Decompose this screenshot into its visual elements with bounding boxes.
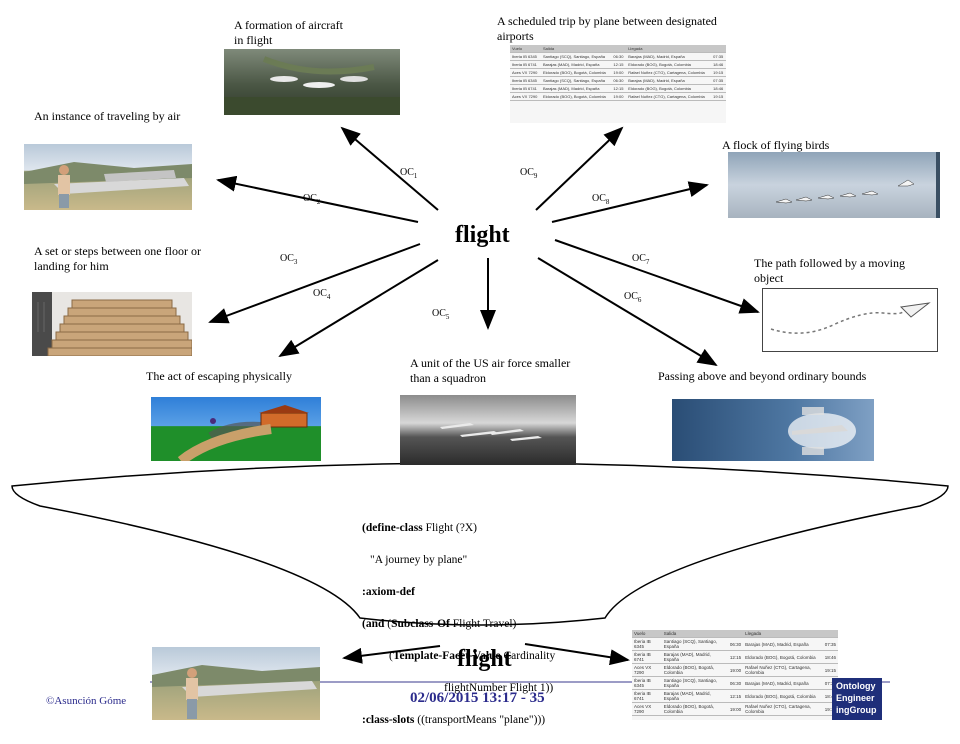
arrow-bottom-left xyxy=(342,645,441,664)
ontology-engineering-group-logo: Ontology Engineer ingGroup xyxy=(832,678,882,720)
caption-stairs: A set or steps between one floor or land… xyxy=(34,244,201,273)
oc-label-6: OC6 xyxy=(624,291,642,304)
code-line-7: :class-slots ((transportMeans "plane"))) xyxy=(362,714,546,726)
caption-scheduled-trip: A scheduled trip by plane between design… xyxy=(497,14,717,43)
arrow-oc4 xyxy=(278,259,439,358)
code-line-2: "A journey by plane" xyxy=(370,554,468,566)
logo-line-2: Engineer xyxy=(836,693,875,703)
code-line-6: flightNumber Flight 1)) xyxy=(444,682,554,694)
arrow-bottom-right xyxy=(524,643,630,666)
paper-plane-path-icon xyxy=(770,302,931,334)
air-force-photo xyxy=(400,395,576,465)
arrow-oc6 xyxy=(537,257,718,367)
birds-photo xyxy=(728,152,940,218)
bottom-plane-person-icon xyxy=(152,665,320,719)
plane-person-icon xyxy=(24,162,192,208)
arrow-oc3 xyxy=(208,243,421,324)
caption-birds: A flock of flying birds xyxy=(722,138,830,152)
arrow-oc2 xyxy=(216,175,419,223)
bottom-traveler-photo xyxy=(152,647,320,720)
path-image xyxy=(762,288,938,352)
traveler-plane-photo xyxy=(24,144,192,210)
oc-label-3: OC3 xyxy=(280,253,298,266)
staircase-icon xyxy=(32,292,192,356)
code-line-4: (and (Subclass-Of Flight Travel) xyxy=(362,618,517,630)
arrow-oc8 xyxy=(551,181,709,223)
logo-line-1: Ontology xyxy=(836,681,876,691)
oc-label-7: OC7 xyxy=(632,253,650,266)
oc-label-9: OC9 xyxy=(520,167,538,180)
ontology-code-block: (define-class Flight (?X) "A journey by … xyxy=(362,504,555,744)
caption-escape: The act of escaping physically xyxy=(146,369,292,383)
caption-path: The path followed by a moving object xyxy=(754,256,905,285)
oc-label-8: OC8 xyxy=(592,193,610,206)
caption-instance: An instance of traveling by air xyxy=(34,109,181,123)
arrow-oc9 xyxy=(535,126,624,211)
footer-timestamp: 02/06/2015 13:17 - 35 xyxy=(410,690,545,706)
footer-author: ©Asunción Góme xyxy=(46,695,127,707)
oc-label-2: OC2 xyxy=(303,193,321,206)
center-word-flight: flight xyxy=(455,222,510,248)
caption-formation: A formation of aircraft in flight xyxy=(234,18,343,47)
jet-breaking-barrier-icon xyxy=(788,407,856,455)
code-line-1: (define-class Flight (?X) xyxy=(362,522,477,534)
arrow-oc7 xyxy=(554,239,760,314)
formation-planes-icon xyxy=(224,56,400,115)
logo-line-3: ingGroup xyxy=(836,705,877,715)
arrow-oc1 xyxy=(340,126,439,211)
formation-photo xyxy=(224,49,400,115)
oc-label-4: OC4 xyxy=(313,288,331,301)
flying-birds-icon xyxy=(775,179,915,204)
escape-image xyxy=(151,397,321,461)
passing-photo xyxy=(672,399,874,461)
caption-air-force: A unit of the US air force smaller than … xyxy=(410,356,571,385)
oc-label-5: OC5 xyxy=(432,308,450,321)
bottom-word-flight: flight xyxy=(457,646,512,672)
caption-passing: Passing above and beyond ordinary bounds xyxy=(658,369,867,383)
code-line-3: :axiom-def xyxy=(362,586,416,598)
bomber-formation-icon xyxy=(440,423,542,441)
stairs-image xyxy=(32,292,192,356)
house-escape-icon xyxy=(177,405,309,461)
code-line-5: (Template-Facet-Value Cardinality xyxy=(389,650,556,662)
oc-label-1: OC1 xyxy=(400,167,418,180)
